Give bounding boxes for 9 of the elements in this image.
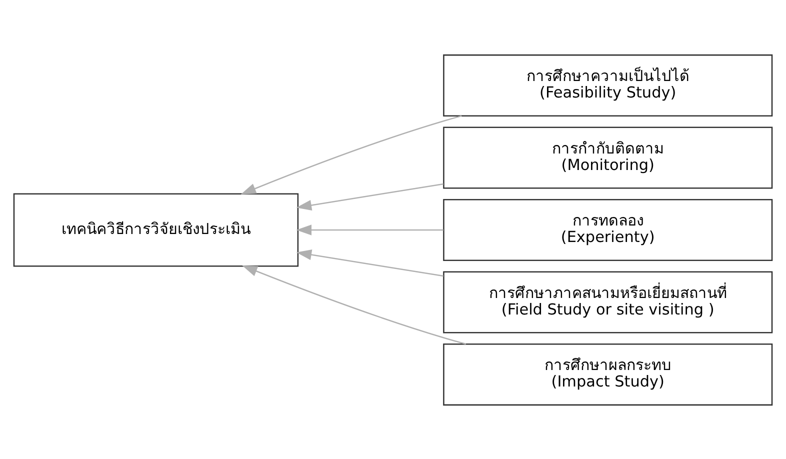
- node-box: การศึกษาผลกระทบ (Impact Study): [443, 342, 773, 406]
- node-box: การศึกษาความเป็นไปได้ (Feasibility Study): [443, 54, 773, 116]
- arrow: [296, 249, 444, 276]
- node-box: เทคนิควิธีการวิจัยเชิงประเมิน: [13, 192, 299, 266]
- arrow: [296, 182, 444, 210]
- node-box: การศึกษาภาคสนามหรือเยี่ยมสถานที่ (Field Study or site visiting ): [443, 270, 773, 333]
- node-box: การกำกับติดตาม (Monitoring): [443, 126, 773, 188]
- node-box: การทดลอง (Experienty): [443, 198, 773, 261]
- arrow: [296, 224, 444, 235]
